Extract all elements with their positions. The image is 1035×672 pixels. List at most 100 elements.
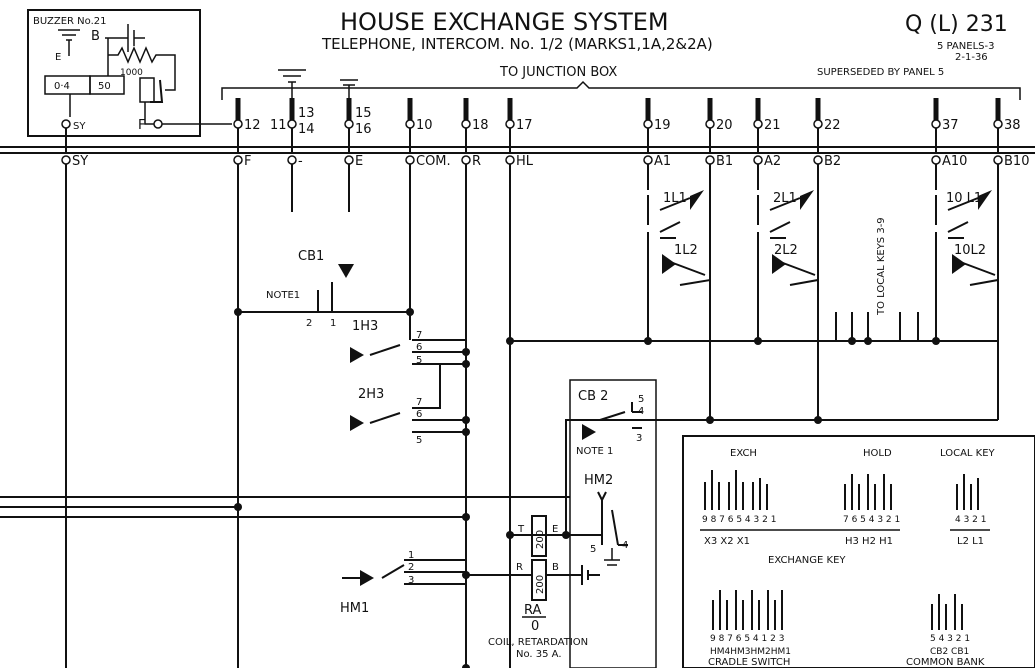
h3-1-pin-7: 7 <box>416 330 422 341</box>
bus-r: R <box>472 154 481 169</box>
h3-1-arrow <box>350 347 364 363</box>
cb2-contacts <box>599 402 642 429</box>
local-line-keys <box>647 180 999 420</box>
bus-b1: B1 <box>716 154 733 169</box>
terminal-21: 21 <box>764 118 781 133</box>
cb2-arrow <box>582 424 596 440</box>
buzzer-term-sy <box>61 119 71 129</box>
h3-1-pin-6: 6 <box>416 342 422 353</box>
superseded-note: SUPERSEDED BY PANEL 5 <box>817 67 944 78</box>
bus-f: F <box>244 154 251 169</box>
hm1-pin-2: 2 <box>408 562 414 573</box>
key-2l1-label: 2L1 <box>773 191 797 206</box>
coil-value-a: 200 <box>535 530 546 549</box>
cb1-arrow <box>338 264 354 278</box>
terminal-11: 11 <box>270 118 287 133</box>
coil-e: E <box>552 524 558 535</box>
bus-b10: B10 <box>1004 154 1029 169</box>
buzzer-label-e: E <box>55 52 61 63</box>
cb2-enclosure <box>569 379 657 669</box>
terminal-18: 18 <box>472 118 489 133</box>
coil-caption-2: No. 35 A. <box>516 649 562 660</box>
terminal-17: 17 <box>516 118 533 133</box>
buzzer-contact-arm <box>150 79 164 103</box>
junction-bracket <box>221 80 1021 100</box>
coil-b: B <box>552 562 559 573</box>
cb1-pin-1: 1 <box>330 318 336 329</box>
key-2l2-label: 2L2 <box>774 243 798 258</box>
hm1-arrow <box>360 570 374 586</box>
coil-zero: 0 <box>531 619 539 634</box>
key-10l1-arrow <box>978 190 992 210</box>
legend-local-nums: 4 3 2 1 <box>955 515 987 525</box>
h3-2-pin-5: 5 <box>416 435 422 446</box>
bus-a2: A2 <box>764 154 781 169</box>
legend-cradle-hm: HM4HM3HM2HM1 <box>710 647 791 657</box>
buzzer-wire-f <box>69 58 155 125</box>
h3-1-label: 1H3 <box>352 319 378 334</box>
legend-common-bank: COMMON BANK <box>906 657 985 668</box>
hm2-contacts <box>597 491 628 546</box>
bus-com: COM. <box>416 154 451 169</box>
terminal-14: 14 <box>298 122 315 137</box>
bus-terminals <box>61 155 1003 165</box>
legend-cradle-nums: 9 8 7 6 5 4 1 2 3 <box>710 634 784 644</box>
terminal-19: 19 <box>654 118 671 133</box>
legend-exch: EXCH <box>730 448 757 459</box>
buzzer-enclosure <box>27 9 201 137</box>
buzzer-label-b: B <box>91 29 100 44</box>
hm2-label: HM2 <box>584 473 613 488</box>
key-10l2-arrow <box>952 254 966 274</box>
hm1-label: HM1 <box>340 601 369 616</box>
buzzer-box-04-label: 0·4 <box>54 81 70 92</box>
key-10l1-label: 10 L1 <box>946 191 982 206</box>
hm1-contacts <box>342 559 467 668</box>
hm2-ground <box>604 548 620 566</box>
terminal-10: 10 <box>416 118 433 133</box>
legend-hold-nums: 7 6 5 4 3 2 1 <box>843 515 900 525</box>
buzzer-contact <box>139 77 155 103</box>
junction-box-label: TO JUNCTION BOX <box>499 65 617 80</box>
legend-cradle-switch: CRADLE SWITCH <box>708 657 790 668</box>
buzzer-term-f <box>153 119 163 129</box>
terminal-16: 16 <box>355 122 372 137</box>
ground-11 <box>278 69 306 98</box>
coil-ra: RA <box>524 603 542 618</box>
cb1-pin-2: 2 <box>306 318 312 329</box>
legend-cradle-springs <box>712 590 783 630</box>
legend-exch-springs <box>704 470 768 510</box>
panels-note: 5 PANELS-3 <box>937 41 994 52</box>
ground-15 <box>340 79 358 98</box>
buzzer-f-label: F <box>138 118 145 133</box>
hm2-pin-4: 4 <box>622 540 628 551</box>
bus-a1: A1 <box>654 154 671 169</box>
coil-caption-1: COIL, RETARDATION <box>488 637 588 648</box>
key-1l1-arrow <box>690 190 704 210</box>
h3-1-pin-5: 5 <box>416 355 422 366</box>
cb2-pin-3: 3 <box>636 433 642 444</box>
buzzer-ground <box>58 29 80 56</box>
h3-2-pin-6: 6 <box>416 409 422 420</box>
coil-bottom <box>531 559 547 601</box>
legend-exchange-key: EXCHANGE KEY <box>768 555 846 566</box>
legend-x-labels: X3 X2 X1 <box>704 536 750 547</box>
coil-r: R <box>516 562 523 573</box>
legend-cb-labels: CB2 CB1 <box>930 647 969 657</box>
key-2l1-arrow <box>800 190 814 210</box>
cb2-pin-4: 4 <box>638 406 644 417</box>
buzzer-title: BUZZER No.21 <box>33 16 106 27</box>
terminal-22: 22 <box>824 118 841 133</box>
h3-1-contacts <box>369 312 466 365</box>
buzzer-battery <box>105 24 145 58</box>
key-1l2-arrow <box>662 254 676 274</box>
key-10l2-label: 10L2 <box>954 243 986 258</box>
buzzer-sy-label: SY <box>73 121 86 132</box>
cb2-pin-5: 5 <box>638 394 644 405</box>
cb1-label: CB1 <box>298 249 324 264</box>
buzzer-box-50 <box>89 75 125 95</box>
note1-label: NOTE1 <box>266 290 300 301</box>
legend-cb-springs <box>931 594 963 630</box>
diagram-subtitle: TELEPHONE, INTERCOM. No. 1/2 (MARKS1,1A,… <box>321 35 713 53</box>
hm1-pin-3: 3 <box>408 575 414 586</box>
